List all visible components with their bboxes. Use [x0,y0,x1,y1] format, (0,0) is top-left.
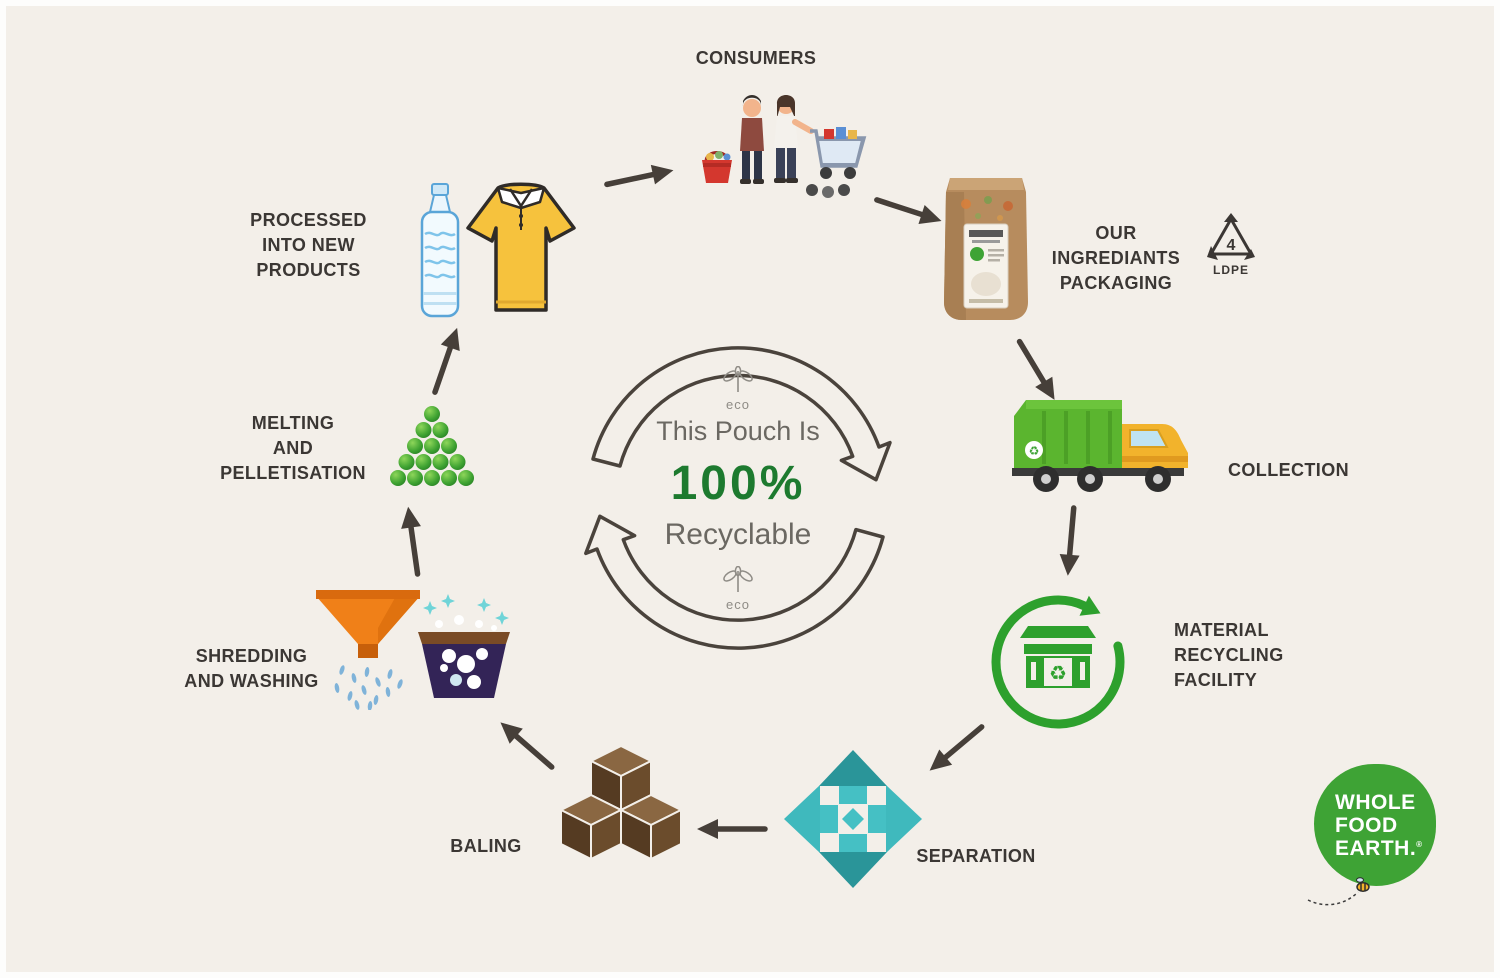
center-line1: This Pouch Is [656,416,820,446]
baling-cubes-icon [560,745,682,860]
eco-sprig-bottom: eco [720,565,756,612]
ldpe-label: LDPE [1213,263,1249,277]
pellets-pyramid-icon [390,406,474,486]
separation-arrows-icon [784,750,922,888]
logo-line2: FOOD [1335,814,1398,838]
mrf-recycle-icon: ♻ [1049,663,1067,685]
logo-line1: WHOLE [1335,791,1416,814]
water-bottle-icon [420,183,460,318]
flow-arrow-shredding-to-melting [401,506,421,577]
shredding-label: SHREDDING AND WASHING [184,646,319,692]
material-recycling-facility-icon: ♻ [991,595,1125,729]
mrf-label: MATERIAL RECYCLING FACILITY [1174,620,1284,691]
eco-label-top: eco [726,397,750,412]
logo-line3: EARTH. [1335,837,1417,861]
registered-mark: ® [1416,840,1423,850]
eco-leaf-icon [723,565,753,592]
bee-icon [1307,877,1370,906]
baling-label: BALING [450,836,522,856]
center-percentage: 100% [670,457,806,510]
ldpe-code: 4 [1227,237,1236,254]
flow-arrow-packaging-to-collection [1016,338,1055,400]
shredder-funnel-icon [316,590,420,710]
eco-leaf-icon [723,365,753,392]
whole-food-earth-logo: WHOLE FOOD EARTH.® [1314,764,1436,886]
consumers-shoppers-illustration [702,95,867,198]
processed-label: PROCESSED INTO NEW PRODUCTS [250,210,367,281]
collection-label: COLLECTION [1228,460,1349,480]
flow-arrow-mrf-to-separation [929,724,985,771]
flow-arrow-processed-to-consumers [604,164,674,188]
flow-arrow-collection-to-mrf [1059,505,1080,576]
truck-recycle-icon: ♻ [1029,444,1040,458]
eco-label-bottom: eco [726,597,750,612]
flow-arrow-separation-to-baling [697,819,768,839]
garbage-truck-icon: ♻ [1012,400,1188,492]
flow-arrow-consumers-to-packaging [874,197,942,224]
separation-label: SEPARATION [916,846,1036,866]
cycle-loop-arrows-icon [584,346,892,650]
consumers-label: CONSUMERS [695,48,817,68]
melting-label: MELTING AND PELLETISATION [220,413,366,484]
polo-shirt-icon [466,182,576,312]
pouch-packaging-icon [944,178,1028,320]
washing-tub-icon [418,594,510,698]
eco-sprig-top: eco [720,365,756,412]
center-line3: Recyclable [664,518,812,551]
flow-arrow-melting-to-processed [432,327,460,395]
packaging-label: OUR INGREDIANTS PACKAGING [1051,223,1181,294]
ldpe-recycling-code-icon: 4 LDPE [1207,213,1255,277]
flow-arrow-baling-to-shredding [500,722,555,770]
